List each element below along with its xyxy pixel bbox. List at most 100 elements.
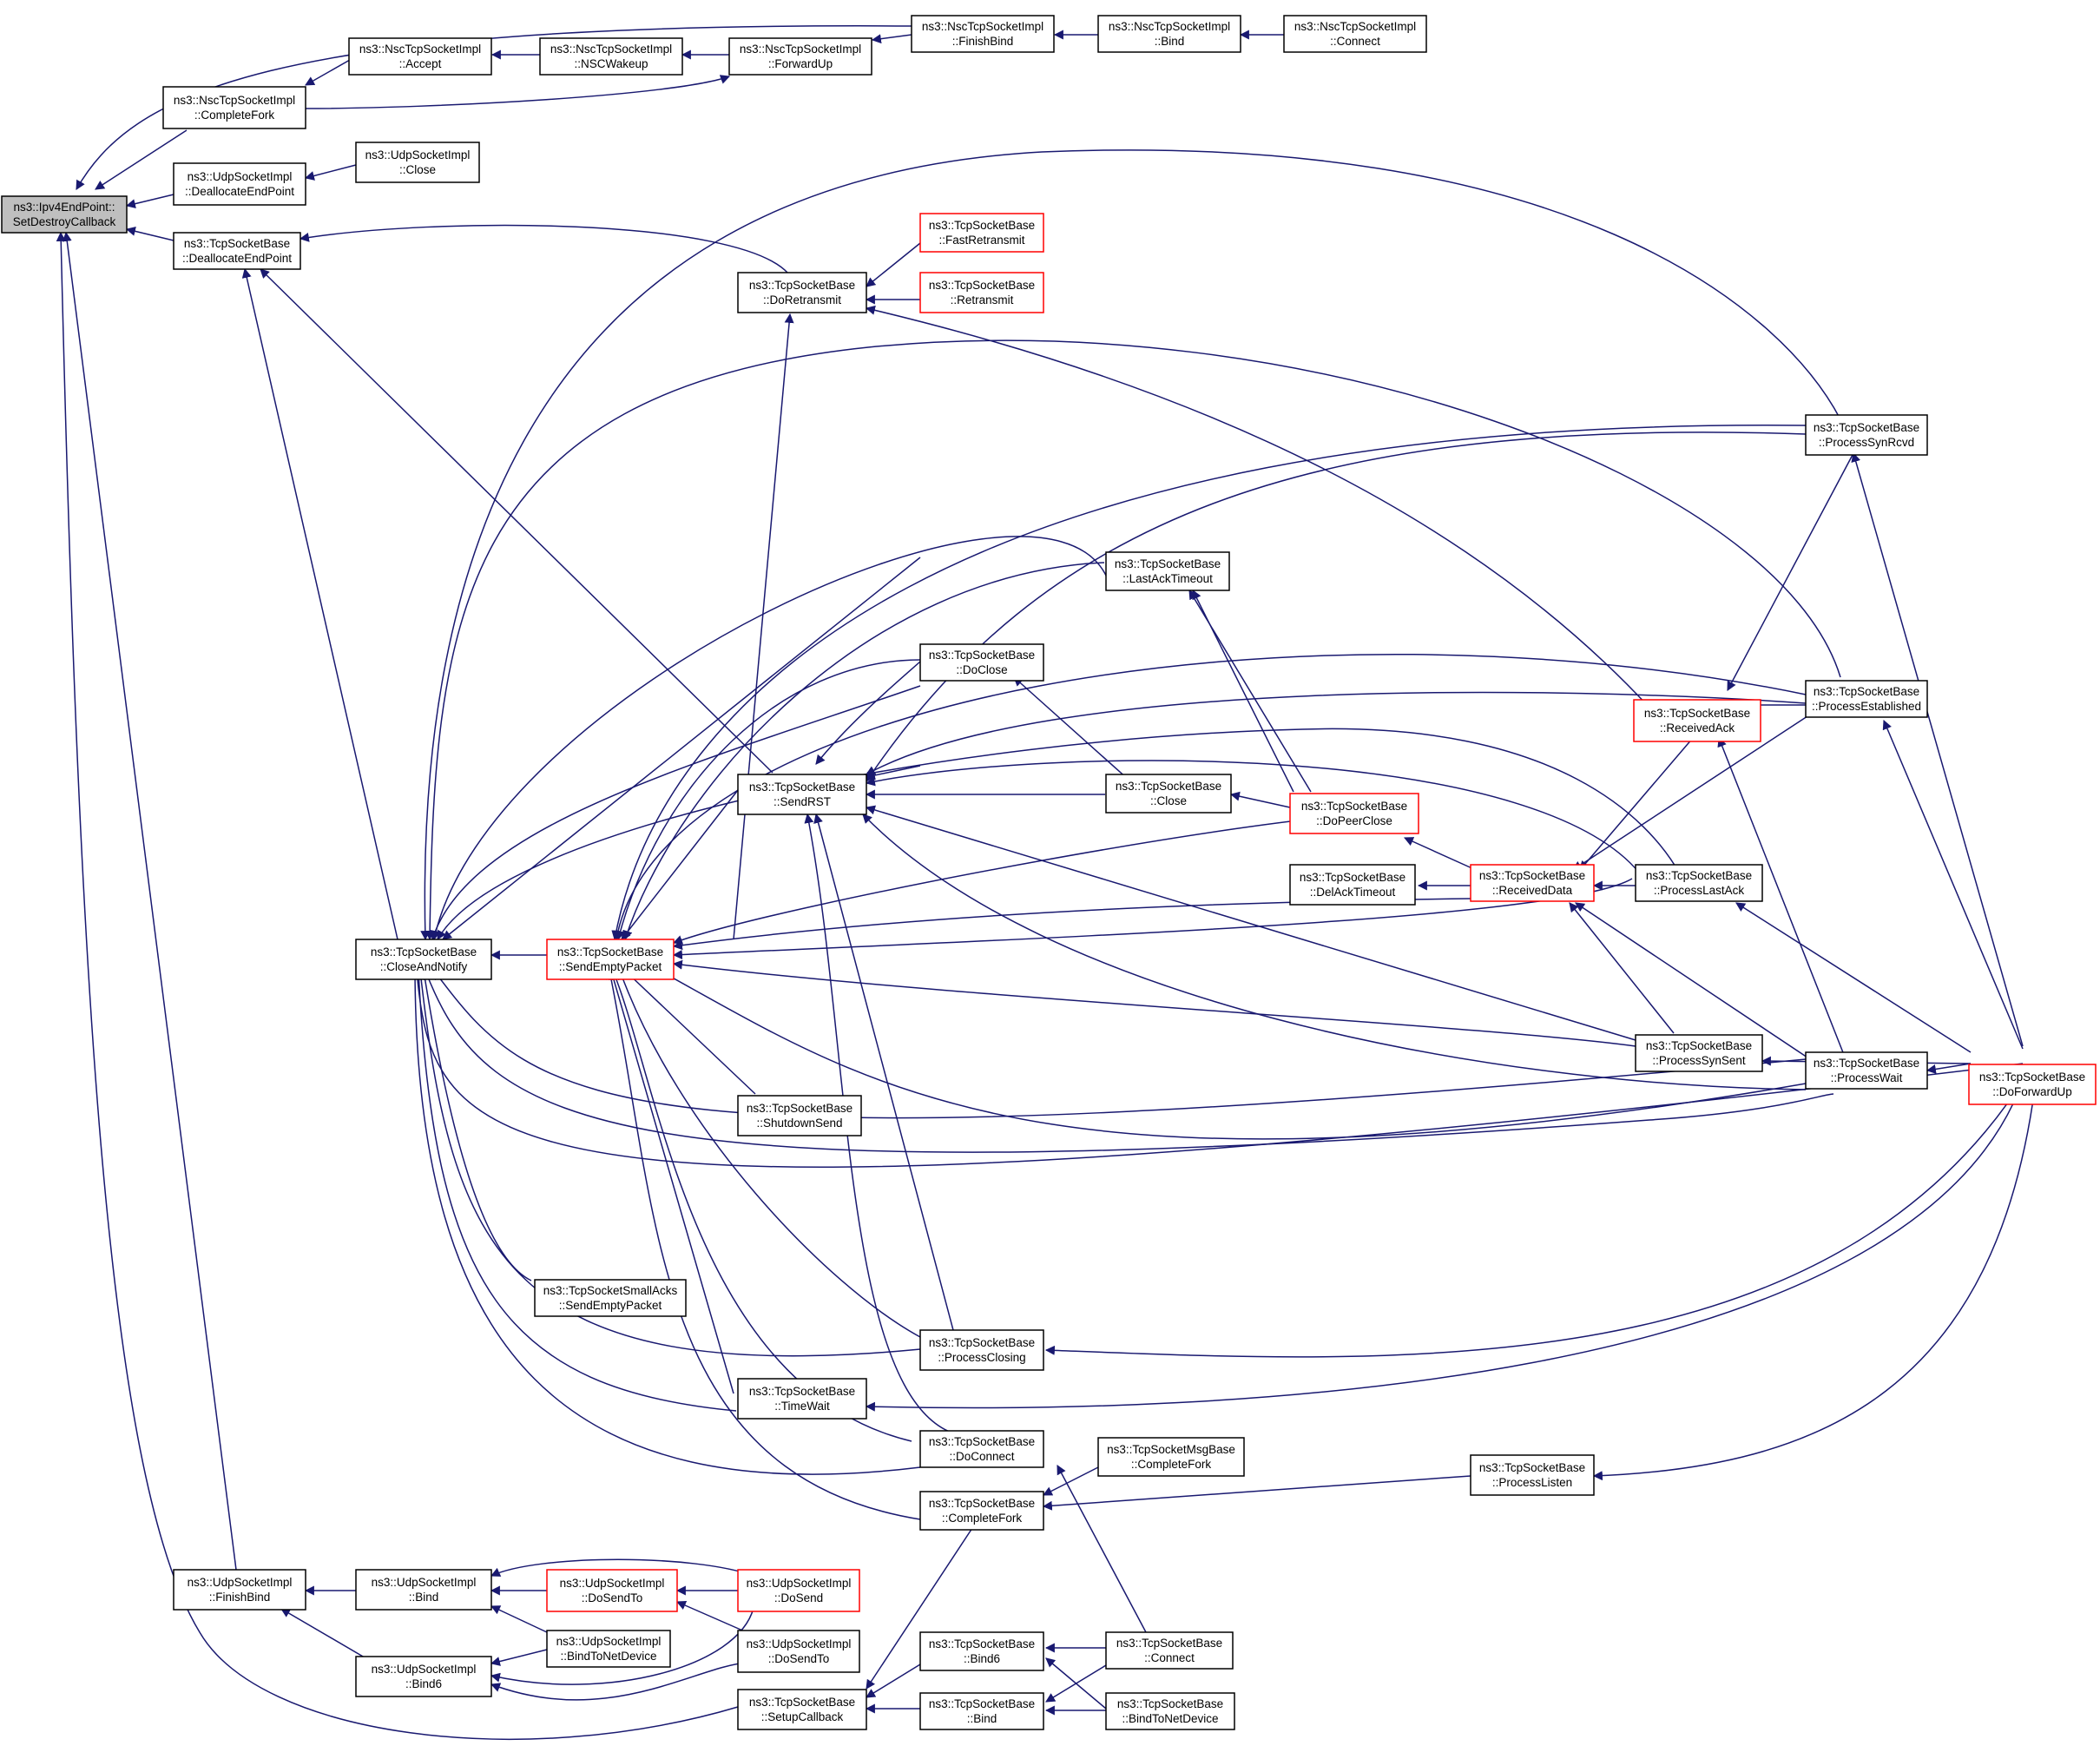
node-retransmit[interactable]: ns3::TcpSocketBase::Retransmit bbox=[919, 272, 1044, 313]
node-process-closing[interactable]: ns3::TcpSocketBase::ProcessClosing bbox=[919, 1329, 1044, 1371]
node-box bbox=[737, 1569, 860, 1612]
node-box bbox=[1470, 864, 1595, 902]
node-process-established[interactable]: ns3::TcpSocketBase::ProcessEstablished bbox=[1805, 680, 1928, 718]
node-udp-dosendto2[interactable]: ns3::UdpSocketImpl::DoSendTo bbox=[737, 1630, 860, 1673]
node-label-line1: ns3::TcpSocketBase bbox=[1479, 869, 1585, 882]
node-tcp-bind6[interactable]: ns3::TcpSocketBase::Bind6 bbox=[919, 1631, 1044, 1671]
node-small-acks-send-empty[interactable]: ns3::TcpSocketSmallAcks::SendEmptyPacket bbox=[534, 1279, 687, 1317]
node-label-line2: ::Bind6 bbox=[405, 1677, 442, 1690]
node-del-ack-timeout[interactable]: ns3::TcpSocketBase::DelAckTimeout bbox=[1289, 864, 1416, 906]
node-udp-dosend[interactable]: ns3::UdpSocketImpl::DoSend bbox=[737, 1569, 860, 1612]
node-do-peer-close[interactable]: ns3::TcpSocketBase::DoPeerClose bbox=[1289, 793, 1419, 834]
node-label-line2: ::Retransmit bbox=[951, 293, 1014, 306]
node-nsc-forward-up[interactable]: ns3::NscTcpSocketImpl::ForwardUp bbox=[728, 37, 872, 76]
node-label-line1: ns3::TcpSocketBase bbox=[929, 1336, 1035, 1349]
node-label-line2: ::ReceivedData bbox=[1492, 884, 1573, 897]
node-tcp-close[interactable]: ns3::TcpSocketBase::Close bbox=[1105, 774, 1232, 814]
node-received-ack[interactable]: ns3::TcpSocketBase::ReceivedAck bbox=[1633, 699, 1761, 742]
node-label-line1: ns3::TcpSocketBase bbox=[749, 1385, 855, 1398]
node-label-line1: ns3::TcpSocketBase bbox=[749, 279, 855, 292]
node-complete-fork[interactable]: ns3::TcpSocketBase::CompleteFork bbox=[919, 1491, 1044, 1531]
node-udp-bind6[interactable]: ns3::UdpSocketImpl::Bind6 bbox=[355, 1656, 492, 1697]
node-box bbox=[348, 37, 492, 76]
node-process-listen[interactable]: ns3::TcpSocketBase::ProcessListen bbox=[1470, 1454, 1595, 1496]
node-nsc-accept[interactable]: ns3::NscTcpSocketImpl::Accept bbox=[348, 37, 492, 76]
node-box bbox=[1105, 1692, 1235, 1730]
node-nsc-connect[interactable]: ns3::NscTcpSocketImpl::Connect bbox=[1283, 15, 1427, 53]
node-label-line2: ::ProcessSynSent bbox=[1652, 1054, 1746, 1067]
node-udp-bind[interactable]: ns3::UdpSocketImpl::Bind bbox=[355, 1569, 492, 1611]
node-time-wait[interactable]: ns3::TcpSocketBase::TimeWait bbox=[737, 1378, 867, 1420]
node-tcp-dealloc[interactable]: ns3::TcpSocketBase::DeallocateEndPoint bbox=[173, 232, 301, 270]
node-label-line2: ::FastRetransmit bbox=[938, 234, 1024, 247]
node-label-line2: ::NSCWakeup bbox=[574, 57, 648, 70]
node-udp-finish-bind[interactable]: ns3::UdpSocketImpl::FinishBind bbox=[173, 1569, 306, 1611]
node-send-empty-packet[interactable]: ns3::TcpSocketBase::SendEmptyPacket bbox=[546, 939, 675, 980]
node-label-line1: ns3::UdpSocketImpl bbox=[747, 1637, 852, 1650]
node-label-line2: ::TimeWait bbox=[774, 1400, 830, 1413]
node-do-forward-up[interactable]: ns3::TcpSocketBase::DoForwardUp bbox=[1968, 1064, 2097, 1105]
node-process-wait[interactable]: ns3::TcpSocketBase::ProcessWait bbox=[1805, 1051, 1928, 1090]
node-do-close[interactable]: ns3::TcpSocketBase::DoClose bbox=[919, 643, 1044, 682]
node-send-rst[interactable]: ns3::TcpSocketBase::SendRST bbox=[737, 774, 867, 815]
node-label-line2: ::BindToNetDevice bbox=[1122, 1712, 1218, 1725]
node-label-line1: ns3::TcpSocketBase bbox=[1646, 869, 1752, 882]
node-process-syn-sent[interactable]: ns3::TcpSocketBase::ProcessSynSent bbox=[1635, 1034, 1763, 1072]
node-tcp-bind[interactable]: ns3::TcpSocketBase::Bind bbox=[919, 1692, 1044, 1730]
node-label-line1: ns3::TcpSocketBase bbox=[557, 945, 663, 959]
node-label-line1: ns3::NscTcpSocketImpl bbox=[1109, 20, 1230, 33]
node-box bbox=[1805, 414, 1928, 456]
node-box bbox=[1105, 774, 1232, 814]
node-fast-retransmit[interactable]: ns3::TcpSocketBase::FastRetransmit bbox=[919, 213, 1044, 253]
node-nsc-wakeup[interactable]: ns3::NscTcpSocketImpl::NSCWakeup bbox=[539, 37, 683, 76]
node-setup-callback[interactable]: ns3::TcpSocketBase::SetupCallback bbox=[737, 1689, 867, 1730]
node-label-line1: ns3::TcpSocketBase bbox=[929, 1697, 1035, 1710]
node-do-retransmit[interactable]: ns3::TcpSocketBase::DoRetransmit bbox=[737, 272, 867, 313]
node-label-line1: ns3::TcpSocketBase bbox=[929, 219, 1035, 232]
node-udp-dealloc[interactable]: ns3::UdpSocketImpl::DeallocateEndPoint bbox=[173, 162, 306, 206]
node-box bbox=[546, 1630, 671, 1668]
node-close-and-notify[interactable]: ns3::TcpSocketBase::CloseAndNotify bbox=[355, 939, 492, 980]
node-label-line1: ns3::TcpSocketBase bbox=[1116, 780, 1221, 793]
node-msg-complete-fork[interactable]: ns3::TcpSocketMsgBase::CompleteFork bbox=[1097, 1437, 1245, 1477]
node-box bbox=[737, 774, 867, 815]
node-label-line2: ::ShutdownSend bbox=[756, 1117, 842, 1130]
node-label-line2: ::DoSend bbox=[774, 1591, 823, 1604]
node-label-line2: ::Connect bbox=[1144, 1651, 1195, 1664]
node-label-line1: ns3::TcpSocketBase bbox=[1814, 685, 1919, 698]
node-nsc-complete-fork[interactable]: ns3::NscTcpSocketImpl::CompleteFork bbox=[162, 86, 306, 129]
node-last-ack-timeout[interactable]: ns3::TcpSocketBase::LastAckTimeout bbox=[1105, 551, 1230, 591]
node-box bbox=[919, 1631, 1044, 1671]
node-root[interactable]: ns3::Ipv4EndPoint::SetDestroyCallback bbox=[1, 195, 128, 234]
node-box bbox=[162, 86, 306, 129]
node-tcp-connect[interactable]: ns3::TcpSocketBase::Connect bbox=[1105, 1631, 1234, 1670]
node-label-line1: ns3::TcpSocketBase bbox=[1479, 1461, 1585, 1474]
node-label-line2: ::ForwardUp bbox=[768, 57, 833, 70]
node-box bbox=[919, 1491, 1044, 1531]
node-process-syn-rcvd[interactable]: ns3::TcpSocketBase::ProcessSynRcvd bbox=[1805, 414, 1928, 456]
node-label-line2: ::Connect bbox=[1330, 35, 1380, 48]
node-do-connect[interactable]: ns3::TcpSocketBase::DoConnect bbox=[919, 1430, 1044, 1468]
node-box bbox=[1968, 1064, 2097, 1105]
node-box bbox=[1805, 1051, 1928, 1090]
node-box bbox=[1097, 1437, 1245, 1477]
node-label-line2: ::DeallocateEndPoint bbox=[185, 185, 294, 198]
node-label-line1: ns3::NscTcpSocketImpl bbox=[359, 43, 481, 56]
node-nsc-bind[interactable]: ns3::NscTcpSocketImpl::Bind bbox=[1097, 15, 1241, 53]
node-udp-bind-to-net-device[interactable]: ns3::UdpSocketImpl::BindToNetDevice bbox=[546, 1630, 671, 1668]
node-process-last-ack[interactable]: ns3::TcpSocketBase::ProcessLastAck bbox=[1635, 864, 1763, 902]
node-udp-close[interactable]: ns3::UdpSocketImpl::Close bbox=[355, 142, 480, 183]
node-received-data[interactable]: ns3::TcpSocketBase::ReceivedData bbox=[1470, 864, 1595, 902]
node-label-line2: ::DelAckTimeout bbox=[1310, 886, 1396, 899]
node-label-line1: ns3::NscTcpSocketImpl bbox=[174, 94, 295, 107]
node-label-line2: ::Bind bbox=[1155, 35, 1185, 48]
node-label-line1: ns3::TcpSocketBase bbox=[749, 1696, 855, 1709]
node-shutdown-send[interactable]: ns3::TcpSocketBase::ShutdownSend bbox=[737, 1095, 862, 1136]
node-nsc-finish-bind[interactable]: ns3::NscTcpSocketImpl::FinishBind bbox=[911, 15, 1055, 53]
node-box bbox=[1097, 15, 1241, 53]
node-tcp-bind-to-net-device[interactable]: ns3::TcpSocketBase::BindToNetDevice bbox=[1105, 1692, 1235, 1730]
node-udp-dosendto[interactable]: ns3::UdpSocketImpl::DoSendTo bbox=[546, 1569, 678, 1612]
node-label-line2: ::ProcessClosing bbox=[938, 1351, 1025, 1364]
node-label-line2: ::DoClose bbox=[956, 663, 1007, 676]
